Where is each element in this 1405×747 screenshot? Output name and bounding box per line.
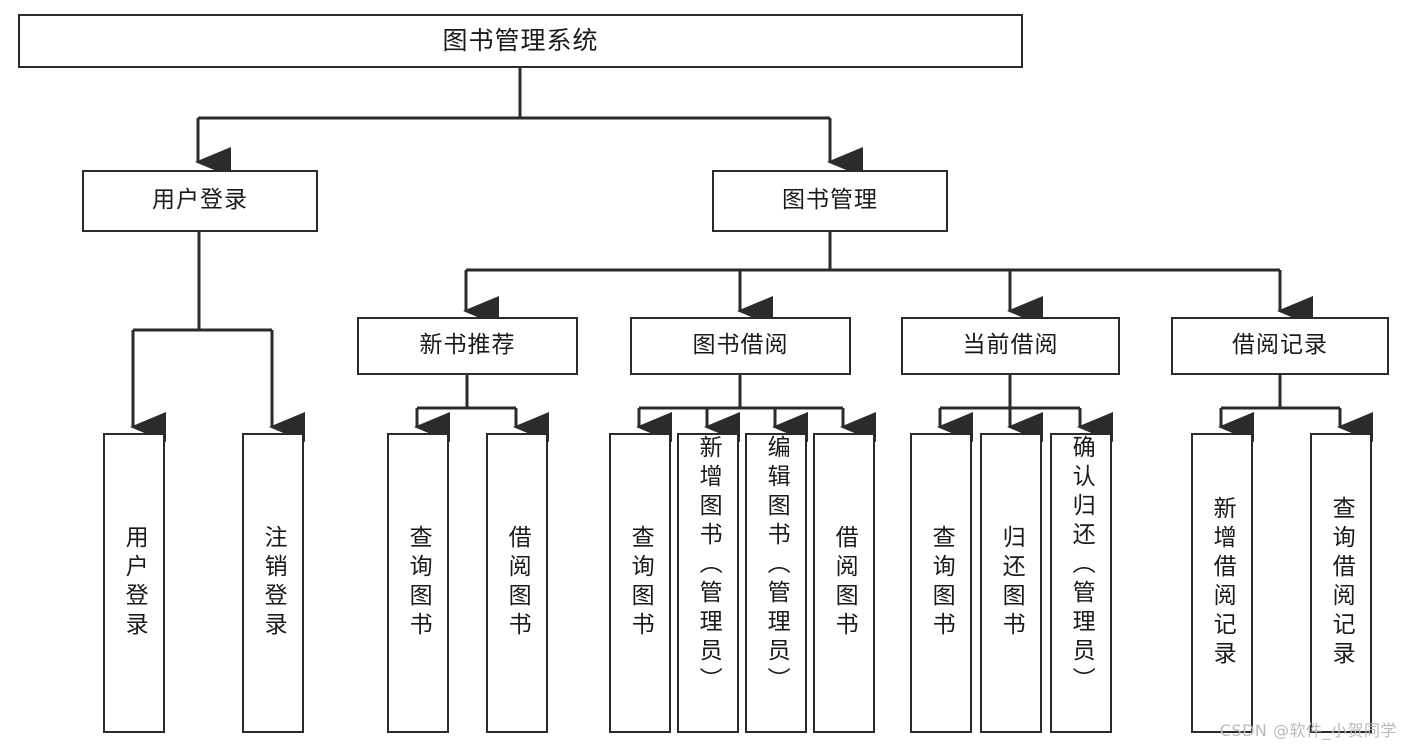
node-leaf-query-book-current[interactable]: 查询图书 bbox=[910, 433, 972, 733]
node-user-login-label: 用户登录 bbox=[152, 187, 248, 214]
node-leaf-query-book-newrec-label: 查询图书 bbox=[405, 525, 432, 641]
node-leaf-borrow-book-newrec[interactable]: 借阅图书 bbox=[486, 433, 548, 733]
node-leaf-add-book-admin-label: 新增图书（管理员） bbox=[695, 435, 722, 696]
node-current-borrow-label: 当前借阅 bbox=[962, 332, 1059, 359]
node-leaf-query-book-borrow[interactable]: 查询图书 bbox=[609, 433, 671, 733]
node-leaf-borrow-book[interactable]: 借阅图书 bbox=[813, 433, 875, 733]
node-borrow-record[interactable]: 借阅记录 bbox=[1171, 317, 1389, 375]
node-leaf-confirm-return-admin[interactable]: 确认归还（管理员） bbox=[1050, 433, 1112, 733]
node-current-borrow[interactable]: 当前借阅 bbox=[901, 317, 1120, 375]
node-leaf-user-login-label: 用户登录 bbox=[121, 525, 148, 641]
node-borrow-record-label: 借阅记录 bbox=[1232, 332, 1328, 359]
node-leaf-add-borrow-record-label: 新增借阅记录 bbox=[1209, 496, 1236, 670]
node-leaf-borrow-book-label: 借阅图书 bbox=[831, 525, 858, 641]
node-leaf-borrow-book-newrec-label: 借阅图书 bbox=[504, 525, 531, 641]
node-new-book-recommend-label: 新书推荐 bbox=[419, 332, 516, 359]
node-leaf-return-book-label: 归还图书 bbox=[998, 525, 1025, 641]
node-book-management-label: 图书管理 bbox=[782, 187, 878, 214]
node-book-management[interactable]: 图书管理 bbox=[712, 170, 948, 232]
node-new-book-recommend[interactable]: 新书推荐 bbox=[357, 317, 578, 375]
node-leaf-edit-book-admin[interactable]: 编辑图书（管理员） bbox=[745, 433, 807, 733]
node-book-borrow-label: 图书借阅 bbox=[692, 332, 789, 359]
node-leaf-query-book-borrow-label: 查询图书 bbox=[627, 525, 654, 641]
node-leaf-query-borrow-record[interactable]: 查询借阅记录 bbox=[1310, 433, 1372, 733]
node-leaf-add-borrow-record[interactable]: 新增借阅记录 bbox=[1191, 433, 1253, 733]
node-leaf-return-book[interactable]: 归还图书 bbox=[980, 433, 1042, 733]
node-leaf-edit-book-admin-label: 编辑图书（管理员） bbox=[763, 435, 790, 696]
node-root-label: 图书管理系统 bbox=[442, 26, 599, 56]
node-leaf-query-borrow-record-label: 查询借阅记录 bbox=[1328, 496, 1355, 670]
node-leaf-confirm-return-admin-label: 确认归还（管理员） bbox=[1068, 435, 1095, 696]
node-book-borrow[interactable]: 图书借阅 bbox=[630, 317, 851, 375]
node-leaf-user-login[interactable]: 用户登录 bbox=[103, 433, 165, 733]
node-user-login[interactable]: 用户登录 bbox=[82, 170, 318, 232]
node-leaf-query-book-current-label: 查询图书 bbox=[928, 525, 955, 641]
node-leaf-query-book-newrec[interactable]: 查询图书 bbox=[387, 433, 449, 733]
node-leaf-add-book-admin[interactable]: 新增图书（管理员） bbox=[677, 433, 739, 733]
node-leaf-logout[interactable]: 注销登录 bbox=[242, 433, 304, 733]
node-leaf-logout-label: 注销登录 bbox=[260, 525, 287, 641]
node-root-book-management-system[interactable]: 图书管理系统 bbox=[18, 14, 1023, 68]
